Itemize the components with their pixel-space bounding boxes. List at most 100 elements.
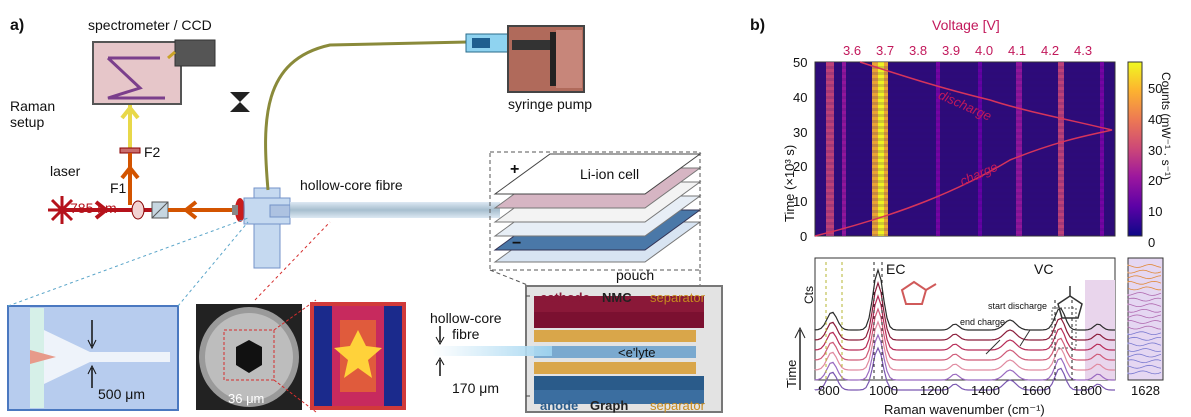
cathode-label: cathode bbox=[540, 290, 590, 305]
time-arrow-label: Time bbox=[784, 359, 799, 388]
spectrum-line bbox=[814, 281, 1115, 341]
spectrum-line bbox=[814, 320, 1115, 371]
ec-label: EC bbox=[886, 261, 906, 277]
electrolyte-label: <e'lyte bbox=[618, 345, 656, 360]
wavenumber-tick: 1000 bbox=[869, 383, 898, 398]
voltage-tick: 4.0 bbox=[975, 43, 994, 58]
inset-spectrum-line bbox=[1127, 275, 1162, 280]
nmc-label: NMC bbox=[602, 290, 632, 305]
panel-b-label: b) bbox=[750, 17, 766, 34]
inset-spectrum-line bbox=[1127, 359, 1162, 364]
inset-spectrum-line bbox=[1127, 292, 1162, 296]
pouch-cross-section bbox=[525, 285, 723, 413]
inset-tick-label: 1628 bbox=[1131, 383, 1160, 398]
inset-spectrum-line bbox=[1127, 264, 1162, 268]
wavenumber-tick: 1400 bbox=[971, 383, 1000, 398]
fibre-into-cell-label: hollow-core fibre bbox=[430, 310, 502, 343]
ec-molecule-icon bbox=[900, 280, 937, 305]
spectrum-line bbox=[814, 307, 1115, 361]
wavenumber-tick: 800 bbox=[818, 383, 840, 398]
colorbar-tick: 50 bbox=[1148, 81, 1163, 96]
colorbar bbox=[1127, 61, 1143, 237]
spectra-lines bbox=[814, 267, 1115, 391]
inset-spectrum-line bbox=[1127, 308, 1162, 313]
raman-setup-label: Raman setup bbox=[10, 98, 56, 131]
inset-spectrum-line bbox=[1127, 314, 1162, 319]
voltage-tick: 4.3 bbox=[1074, 43, 1093, 58]
colorbar-tick: 0 bbox=[1148, 235, 1156, 250]
vc-molecule-icon bbox=[1057, 286, 1083, 319]
spectrometer-label: spectrometer / CCD bbox=[88, 17, 212, 33]
start-discharge-label: start discharge bbox=[988, 301, 1048, 311]
plus-terminal: + bbox=[510, 161, 520, 178]
time-tick: 40 bbox=[793, 89, 808, 105]
scale-170-label: 170 μm bbox=[452, 380, 499, 396]
counts-axis-label: Cts bbox=[802, 286, 816, 304]
panel-a-label: a) bbox=[10, 17, 25, 34]
inset-spectrum-line bbox=[1127, 320, 1162, 324]
inset-spectrum-line bbox=[1127, 370, 1162, 375]
laser-label: laser bbox=[50, 163, 81, 179]
colorbar-tick: 10 bbox=[1148, 204, 1163, 220]
scale-500-label: 500 μm bbox=[98, 386, 145, 402]
inset-spectrum-line bbox=[1127, 353, 1162, 358]
inset-lines bbox=[1127, 264, 1162, 375]
voltage-tick: 3.9 bbox=[942, 43, 961, 58]
li-ion-cell-label: Li-ion cell bbox=[580, 166, 640, 182]
hollow-core-fibre-label: hollow-core fibre bbox=[300, 177, 403, 193]
time-tick: 50 bbox=[793, 55, 808, 70]
inset-spectrum-line bbox=[1127, 336, 1161, 341]
inset-spectrum-line bbox=[1127, 286, 1161, 291]
spectrometer-box bbox=[92, 39, 216, 105]
time-tick: 10 bbox=[793, 194, 808, 210]
colorbar-label: Counts (mW⁻¹ · s⁻¹) bbox=[1159, 72, 1173, 180]
inset-spectrum-line bbox=[1127, 280, 1162, 285]
inset-spectrum-line bbox=[1127, 303, 1162, 307]
spectrum-line bbox=[814, 333, 1115, 381]
wavelength-label: 785 nm bbox=[70, 200, 117, 216]
spectrum-line bbox=[814, 267, 1115, 331]
inset-spectrum-line bbox=[1127, 364, 1162, 369]
li-ion-cell-icon bbox=[493, 153, 702, 263]
voltage-tick: 3.7 bbox=[876, 43, 895, 58]
vc-label: VC bbox=[1034, 261, 1054, 277]
voltage-title: Voltage [V] bbox=[932, 17, 1000, 33]
inset-spectrum-line bbox=[1127, 269, 1162, 274]
inset-spectrum-line bbox=[1127, 342, 1162, 347]
spectrum-line bbox=[814, 346, 1115, 391]
voltage-tick: 3.8 bbox=[909, 43, 928, 58]
wavenumber-axis-label: Raman wavenumber (cm⁻¹) bbox=[884, 402, 1045, 417]
voltage-tick: 4.1 bbox=[1008, 43, 1027, 58]
separator-top-label: separator bbox=[650, 290, 705, 305]
separator-bottom-label: separator bbox=[650, 398, 705, 413]
time-tick: 0 bbox=[800, 229, 808, 244]
inset-spectrum-line bbox=[1127, 348, 1162, 352]
fibre-sem-image bbox=[196, 304, 302, 410]
end-charge-label: end charge bbox=[960, 317, 1006, 327]
time-axis-label: Time (×10³ s) bbox=[782, 144, 797, 222]
voltage-trace bbox=[814, 61, 1113, 237]
inset-spectrum-line bbox=[1127, 297, 1162, 302]
scale-36-label: 36 μm bbox=[228, 391, 265, 406]
voltage-tick: 3.6 bbox=[843, 43, 862, 58]
wavenumber-tick: 1200 bbox=[920, 383, 949, 398]
syringe-pump-label: syringe pump bbox=[508, 96, 593, 112]
inset-spectrum-line bbox=[1127, 325, 1162, 330]
wavenumber-tick: 1800 bbox=[1073, 383, 1102, 398]
time-tick: 20 bbox=[793, 159, 808, 175]
fibre-holder bbox=[243, 187, 291, 269]
colorbar-tick: 20 bbox=[1148, 173, 1163, 189]
wavenumber-tick: 1600 bbox=[1022, 383, 1051, 398]
syringe-pump bbox=[465, 25, 585, 93]
minus-terminal: − bbox=[512, 235, 522, 252]
f2-label: F2 bbox=[144, 144, 161, 160]
voltage-tick: 4.2 bbox=[1041, 43, 1060, 58]
colorbar-tick: 40 bbox=[1148, 111, 1163, 127]
colorbar-tick: 30 bbox=[1148, 142, 1163, 158]
mode-profile-image bbox=[310, 302, 406, 410]
time-tick: 30 bbox=[793, 124, 808, 140]
f1-label: F1 bbox=[110, 180, 127, 196]
pouch-label: pouch bbox=[616, 267, 655, 283]
graph-label: Graph bbox=[590, 398, 629, 413]
